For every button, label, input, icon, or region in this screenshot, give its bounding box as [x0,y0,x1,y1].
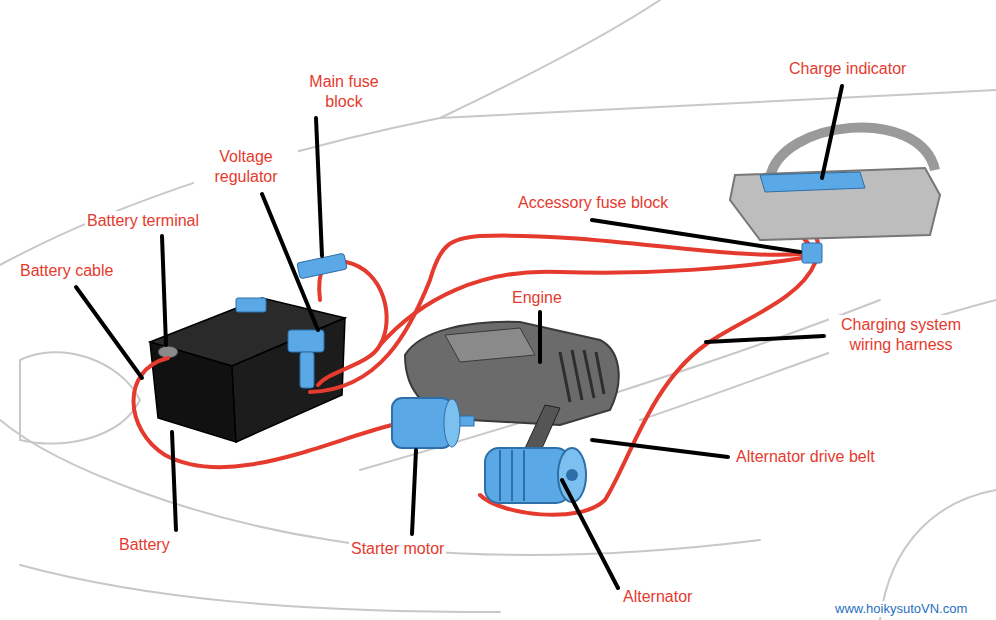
front-fascia [0,420,760,555]
part-label: Alternator drive belt [734,447,877,467]
starter-motor [392,398,452,448]
accessory-fuse-block [802,243,822,263]
part-label: Starter motor [349,539,446,559]
part-label: Voltage regulator [194,147,298,187]
leader-line [162,236,166,345]
part-label: Battery [117,535,172,555]
engine-cover [445,328,535,362]
watermark: www.hoikysutoVN.com [833,601,969,617]
leader-line [562,480,618,588]
leader-line [76,287,142,378]
battery-front [150,342,236,442]
part-label: Battery cable [18,261,115,281]
battery-cap [236,298,266,312]
starter-end [444,399,460,447]
fender-line [640,300,996,420]
part-label: Alternator [621,587,694,607]
fuse-wire [319,272,322,300]
bumper-line [20,565,500,612]
hood-crease [360,300,880,470]
leader-line [316,118,322,256]
a-pillar [440,0,660,118]
leader-line [538,312,542,362]
part-label: Charge indicator [787,59,908,79]
battery-side [232,318,345,442]
charge-indicator [760,172,865,192]
part-label: Main fuse block [292,72,396,112]
part-label: Charging system wiring harness [829,315,973,355]
leader-line [706,336,824,342]
dashboard [730,168,940,240]
alternator-pulley [566,469,578,481]
leader-line [262,194,318,330]
wiring [133,190,818,515]
part-label: Accessory fuse block [516,193,670,213]
leader-line [822,86,842,178]
leader-line [592,220,800,252]
alternator-end [558,448,586,502]
leader-line [172,432,176,530]
leader-lines [76,86,842,588]
part-label: Engine [510,288,564,308]
hood-edge [0,118,440,265]
leader-line [412,450,416,534]
alternator-ribs [500,450,524,501]
voltage-regulator [300,352,314,388]
engine-ribs [560,350,604,402]
leader-line [592,440,728,457]
cowl-line [440,90,996,118]
part-label: Battery terminal [85,211,201,231]
voltage-regulator [288,330,324,352]
headlight [20,352,140,443]
